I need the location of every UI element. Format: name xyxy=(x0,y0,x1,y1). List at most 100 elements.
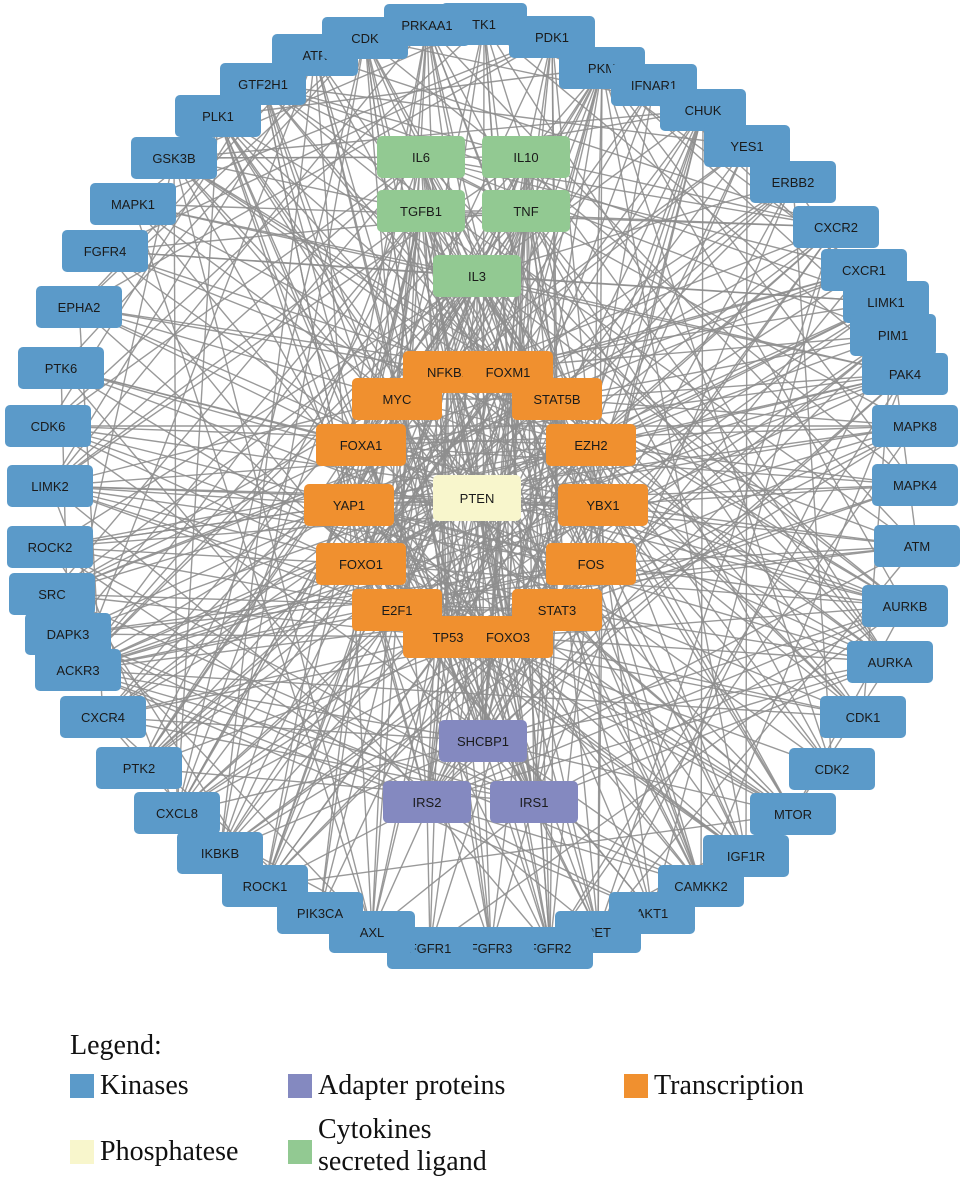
node-box xyxy=(793,206,879,248)
edge xyxy=(556,398,702,887)
node-box xyxy=(847,641,933,683)
node-yes1: YES1 xyxy=(704,125,790,167)
node-label: IL6 xyxy=(412,150,430,165)
edge xyxy=(483,23,906,375)
edge xyxy=(447,444,592,638)
edge xyxy=(49,398,398,487)
node-box xyxy=(316,543,406,585)
edge xyxy=(60,367,428,803)
edge xyxy=(51,444,362,595)
node-box xyxy=(352,378,442,420)
node-box xyxy=(18,347,104,389)
edge xyxy=(132,203,373,933)
node-label: AKT1 xyxy=(636,906,669,921)
node-box xyxy=(482,190,570,232)
legend-label-transcription: Transcription xyxy=(654,1070,804,1101)
node-box xyxy=(843,281,929,323)
node-box xyxy=(750,793,836,835)
edge xyxy=(507,636,864,718)
node-box xyxy=(35,649,121,691)
adapter-swatch xyxy=(288,1074,312,1098)
edge xyxy=(262,83,887,303)
node-label: AURKB xyxy=(883,599,928,614)
node-box xyxy=(304,484,394,526)
edge xyxy=(77,156,527,671)
node-rock1: ROCK1 xyxy=(222,865,308,907)
edge xyxy=(51,504,350,595)
edge xyxy=(601,67,916,486)
node-label: PIM1 xyxy=(878,328,908,343)
node-ezh2: EZH2 xyxy=(546,424,636,466)
node-ackr3: ACKR3 xyxy=(35,649,121,691)
edge xyxy=(426,24,509,373)
edge xyxy=(590,444,891,663)
node-label: CDK xyxy=(351,31,379,46)
edge xyxy=(262,83,906,607)
edge xyxy=(132,203,398,400)
node-label: STAT5B xyxy=(533,392,580,407)
node-box xyxy=(463,616,553,658)
legend-label-kinases: Kinases xyxy=(100,1070,189,1101)
edge xyxy=(651,226,837,914)
node-il10: IL10 xyxy=(482,136,570,178)
edge xyxy=(176,37,366,814)
edge xyxy=(556,373,906,400)
node-label: IRS1 xyxy=(520,795,549,810)
node-label: CDK1 xyxy=(846,710,881,725)
node-box xyxy=(433,475,521,521)
node-irs2: IRS2 xyxy=(383,781,471,823)
edge xyxy=(67,633,702,887)
node-box xyxy=(660,89,746,131)
node-label: PDK1 xyxy=(535,30,569,45)
node-mapk8: MAPK8 xyxy=(872,405,958,447)
edge xyxy=(556,398,916,427)
edge xyxy=(556,609,891,663)
node-box xyxy=(862,585,948,627)
edge xyxy=(426,636,449,803)
node-tnf: TNF xyxy=(482,190,570,232)
node-myc: MYC xyxy=(352,378,442,420)
edge xyxy=(507,605,906,638)
edge xyxy=(601,67,747,857)
node-label: FGFR3 xyxy=(470,941,513,956)
node-box xyxy=(316,424,406,466)
edge xyxy=(67,633,428,803)
edge xyxy=(426,801,431,949)
node-limk2: LIMK2 xyxy=(7,465,93,507)
node-label: CDK2 xyxy=(815,762,850,777)
legend-label-secreted-ligand: secreted ligand xyxy=(318,1146,487,1177)
node-label: CXCR4 xyxy=(81,710,125,725)
node-box xyxy=(134,792,220,834)
node-label: ATM xyxy=(904,539,930,554)
node-box xyxy=(704,125,790,167)
node-label: GTF2H1 xyxy=(238,77,288,92)
node-il3: IL3 xyxy=(433,255,521,297)
node-label: FOXM1 xyxy=(486,365,531,380)
edge xyxy=(429,605,906,949)
edge xyxy=(77,669,535,803)
node-label: PRKAA1 xyxy=(401,18,452,33)
node-foxo1: FOXO1 xyxy=(316,543,406,585)
edge xyxy=(262,83,748,147)
node-label: TGFB1 xyxy=(400,204,442,219)
node-label: PLK1 xyxy=(202,109,234,124)
node-box xyxy=(383,781,471,823)
edge xyxy=(77,669,484,742)
node-label: PAK4 xyxy=(889,367,921,382)
node-box xyxy=(384,4,470,46)
node-label: AXL xyxy=(360,925,385,940)
edge xyxy=(507,371,891,663)
edge xyxy=(490,801,535,949)
node-box xyxy=(7,526,93,568)
node-box xyxy=(872,405,958,447)
node-chuk: CHUK xyxy=(660,89,746,131)
node-label: MAPK4 xyxy=(893,478,937,493)
node-label: IKBKB xyxy=(201,846,239,861)
node-box xyxy=(175,95,261,137)
edge xyxy=(77,609,398,671)
edge xyxy=(426,661,891,803)
node-label: PIK3CA xyxy=(297,906,344,921)
edge xyxy=(51,269,865,595)
node-label: PTK6 xyxy=(45,361,78,376)
node-box xyxy=(558,484,648,526)
